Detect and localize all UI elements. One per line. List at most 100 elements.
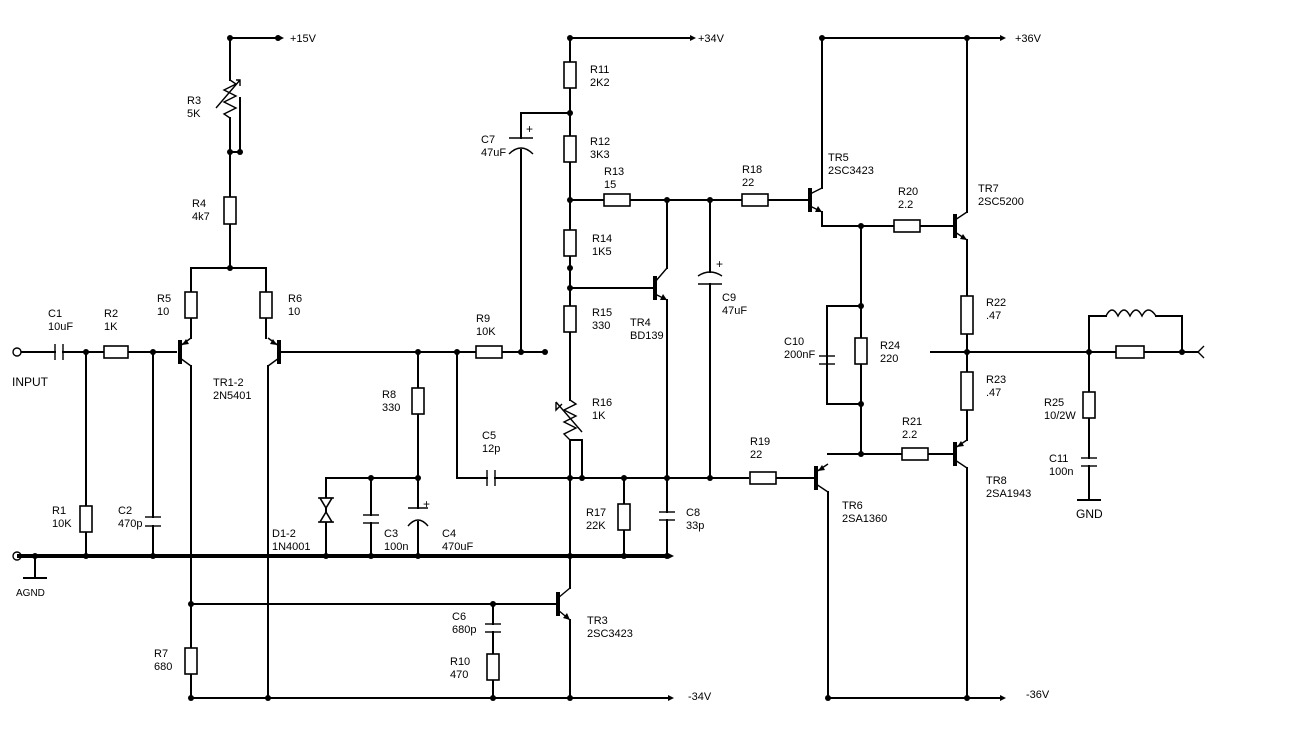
rail-n34: -34V — [688, 691, 712, 703]
r6-body — [259, 291, 273, 319]
label-parts-tr4-ref: TR4 — [630, 317, 651, 329]
label-parts-r25-ref: R25 — [1044, 397, 1064, 409]
r20-body — [893, 219, 921, 233]
r5-body — [184, 291, 198, 319]
label-parts-r6-ref: R6 — [288, 293, 302, 305]
label-parts-tr4-val: BD139 — [630, 330, 664, 342]
label-parts-r16-val: 1K — [592, 410, 606, 422]
label-parts-tr8-ref: TR8 — [986, 475, 1007, 487]
rail-p15: +15V — [290, 33, 317, 45]
label-parts-r24-val: 220 — [880, 353, 898, 365]
label-parts-r12-ref: R12 — [590, 136, 610, 148]
output-resistor-body — [1115, 345, 1145, 359]
label-parts-r18-ref: R18 — [742, 164, 762, 176]
output-inductor — [1105, 309, 1157, 318]
potentiometers — [215, 79, 583, 441]
label-parts-r3-val: 5K — [187, 108, 201, 120]
label-parts-c2-ref: C2 — [118, 505, 132, 517]
label-parts-r11-ref: R11 — [590, 64, 609, 76]
label-parts-tr12-val: 2N5401 — [213, 390, 252, 402]
label-plus_sign: + — [526, 122, 533, 136]
label-parts-r6-val: 10 — [288, 306, 300, 318]
label-parts-c11-ref: C11 — [1049, 453, 1068, 465]
r10-body — [486, 653, 500, 681]
label-parts-d12-ref: D1-2 — [272, 528, 296, 540]
label-parts-tr6-val: 2SA1360 — [842, 513, 887, 525]
label-parts-r17-val: 22K — [586, 520, 606, 532]
label-parts-c1-ref: C1 — [48, 308, 62, 320]
label-parts-r8-ref: R8 — [382, 389, 396, 401]
label-parts-c10-ref: C10 — [784, 336, 804, 348]
r2-body — [103, 345, 129, 359]
label-parts-r15-val: 330 — [592, 320, 610, 332]
r25-body — [1082, 391, 1096, 419]
rail-n36: -36V — [1026, 689, 1050, 701]
label-parts-c7-val: 47uF — [481, 147, 506, 159]
label-parts-r25-val: 10/2W — [1044, 410, 1076, 422]
label-parts-c3-ref: C3 — [384, 528, 398, 540]
transistors — [178, 187, 968, 621]
label-parts-r19-val: 22 — [750, 449, 762, 461]
label-parts-r11-val: 2K2 — [590, 77, 610, 89]
r22-body — [960, 295, 974, 335]
label-parts-r13-ref: R13 — [604, 166, 624, 178]
label-parts-c3-val: 100n — [384, 541, 408, 553]
label-parts-r7-val: 680 — [154, 661, 172, 673]
label-parts-c6-val: 680p — [452, 624, 476, 636]
label-parts-r4-ref: R4 — [192, 198, 206, 210]
gnd-label: GND — [1076, 507, 1103, 521]
label-parts-c5-ref: C5 — [482, 430, 496, 442]
label-parts-r19-ref: R19 — [750, 436, 770, 448]
label-parts-c1-val: 10uF — [48, 321, 73, 333]
label-parts-r10-val: 470 — [450, 669, 468, 681]
label-parts-tr6-ref: TR6 — [842, 500, 863, 512]
r19-body — [749, 471, 777, 485]
label-parts-c6-ref: C6 — [452, 611, 466, 623]
label-parts-r8-val: 330 — [382, 402, 400, 414]
r9-body — [475, 345, 503, 359]
label-parts-r23-ref: R23 — [986, 374, 1006, 386]
label-parts-tr5-val: 2SC3423 — [828, 165, 874, 177]
label-parts-c5-val: 12p — [482, 443, 500, 455]
label-parts-r2-val: 1K — [104, 321, 118, 333]
label-parts-r18-val: 22 — [742, 177, 754, 189]
label-parts-r2-ref: R2 — [104, 308, 118, 320]
label-parts-tr12-ref: TR1-2 — [213, 377, 244, 389]
r21-body — [901, 447, 929, 461]
label-parts-c9-ref: C9 — [722, 292, 736, 304]
label-parts-r15-ref: R15 — [592, 307, 612, 319]
r15-body — [563, 305, 577, 333]
junction-dots — [32, 35, 1185, 701]
resistors — [79, 61, 1145, 681]
label-parts-r7-ref: R7 — [154, 648, 168, 660]
capacitors — [54, 137, 1097, 633]
label-parts-c4-val: 470uF — [442, 541, 473, 553]
label-parts-tr8-val: 2SA1943 — [986, 488, 1031, 500]
label-parts-c4-ref: C4 — [442, 528, 456, 540]
label-parts-r14-val: 1K5 — [592, 246, 612, 258]
label-parts-r22-val: .47 — [986, 310, 1001, 322]
label-parts-d12-val: 1N4001 — [272, 541, 311, 553]
r11-body — [563, 61, 577, 89]
input-label: INPUT — [12, 375, 49, 389]
label-parts-c2-val: 470p — [118, 518, 142, 530]
diodes — [318, 497, 334, 523]
input-terminal — [12, 347, 22, 357]
label-parts-c8-ref: C8 — [686, 507, 700, 519]
label-parts-r10-ref: R10 — [450, 656, 470, 668]
label-parts-r21-val: 2.2 — [902, 429, 917, 441]
label-parts-r12-val: 3K3 — [590, 149, 610, 161]
label-parts-r1-ref: R1 — [52, 505, 66, 517]
r3-zigzag — [222, 79, 238, 119]
label-plus_sign: + — [423, 497, 430, 511]
label-parts-r5-ref: R5 — [157, 293, 171, 305]
label-parts-c10-val: 200nF — [784, 349, 815, 361]
label-parts-r22-ref: R22 — [986, 297, 1006, 309]
r13-body — [603, 193, 631, 207]
label-parts-tr3-val: 2SC3423 — [587, 628, 633, 640]
label-parts-tr7-val: 2SC5200 — [978, 196, 1024, 208]
labels: +15V +34V +36V -34V -36V AGND GND INPUT … — [12, 33, 1103, 703]
r4-body — [223, 196, 237, 225]
ground-terminal — [12, 551, 22, 561]
